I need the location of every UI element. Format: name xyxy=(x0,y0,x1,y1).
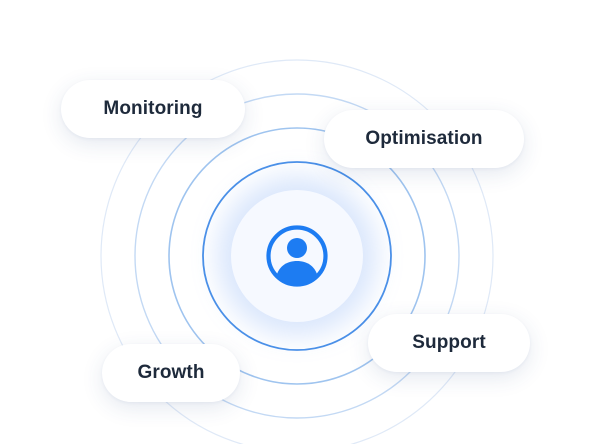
label-support-text: Support xyxy=(412,332,486,353)
user-icon xyxy=(266,225,328,287)
label-optimisation-text: Optimisation xyxy=(365,128,483,149)
ring-outer xyxy=(100,59,494,444)
ring-3 xyxy=(168,127,426,385)
label-monitoring-text: Monitoring xyxy=(103,98,203,119)
ring-4 xyxy=(134,93,460,419)
label-optimisation: Optimisation xyxy=(324,110,524,168)
label-growth: Growth xyxy=(102,344,240,402)
ring-inner xyxy=(202,161,392,351)
label-growth-text: Growth xyxy=(137,362,205,383)
label-monitoring: Monitoring xyxy=(61,80,245,138)
label-support: Support xyxy=(368,314,530,372)
